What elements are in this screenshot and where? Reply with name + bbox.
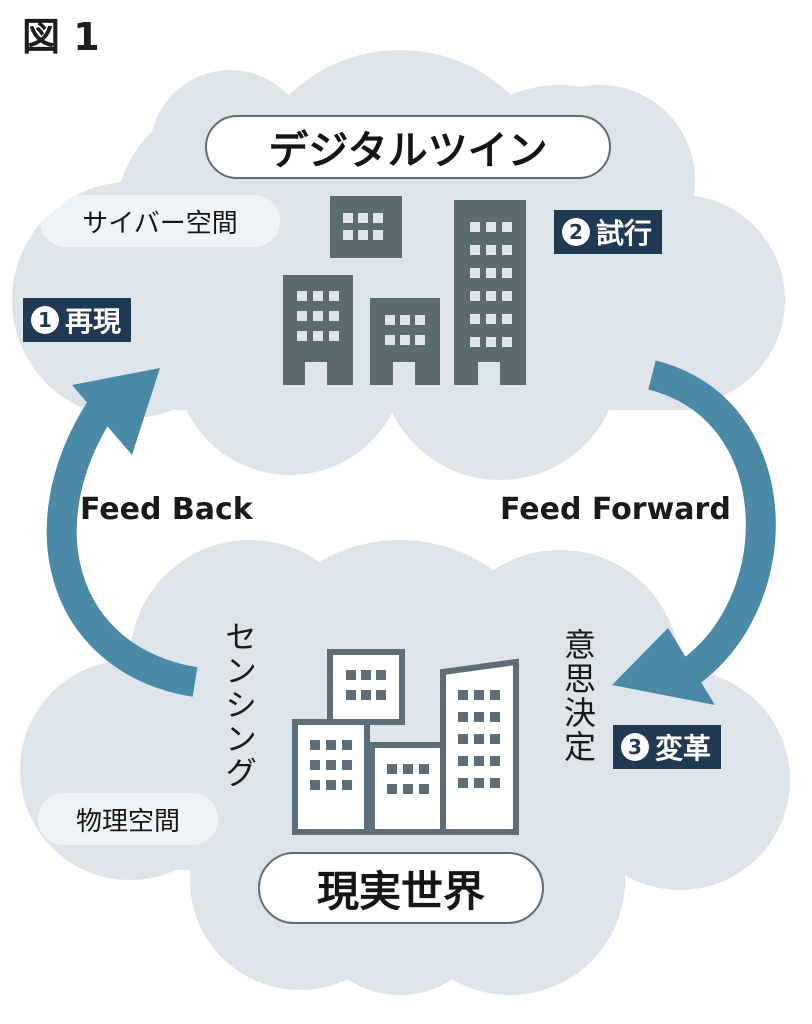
step-3-tag: 3 変革 xyxy=(613,725,722,769)
feed-forward-label: Feed Forward xyxy=(500,492,731,527)
cyber-buildings-icon xyxy=(283,196,526,385)
real-world-title: 現実世界 xyxy=(258,852,544,924)
step-1-label: 再現 xyxy=(65,305,122,338)
step-1-tag: 1 再現 xyxy=(23,298,132,342)
feed-back-arrow xyxy=(46,368,198,697)
cyber-space-label: サイバー空間 xyxy=(40,195,280,247)
physical-space-label: 物理空間 xyxy=(38,793,218,845)
step-3-number: 3 xyxy=(621,733,649,761)
real-buildings-icon xyxy=(292,649,519,835)
figure-label: 図 1 xyxy=(22,15,100,59)
cyber-title: デジタルツイン xyxy=(205,115,611,179)
step-3-label: 変革 xyxy=(655,732,712,765)
step-2-tag: 2 試行 xyxy=(554,210,663,254)
step-2-label: 試行 xyxy=(596,217,653,250)
feed-forward-arrow xyxy=(612,360,776,705)
step-1-number: 1 xyxy=(31,306,59,334)
feed-back-label: Feed Back xyxy=(80,492,253,527)
step-2-number: 2 xyxy=(562,218,590,246)
sensing-label: センシング xyxy=(220,620,258,790)
decision-label: 意思決定 xyxy=(559,628,597,764)
